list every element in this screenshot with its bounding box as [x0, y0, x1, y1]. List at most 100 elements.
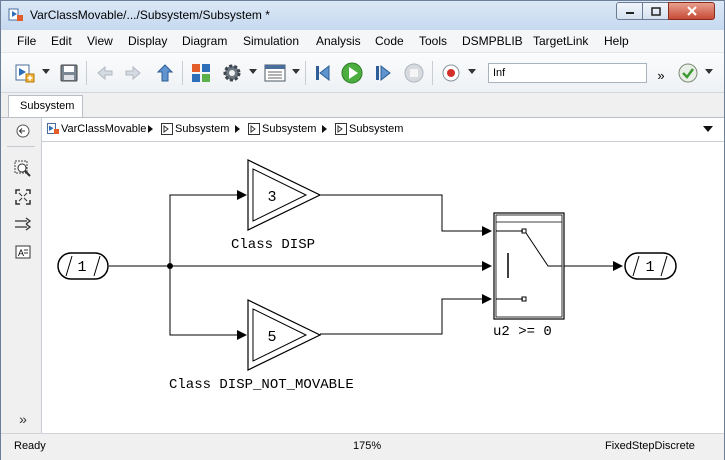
close-icon: [686, 6, 697, 16]
library-browser-icon: [192, 64, 210, 82]
tab-subsystem[interactable]: Subsystem: [8, 95, 83, 117]
record-icon: [442, 64, 460, 82]
switch-block[interactable]: [493, 212, 565, 320]
menu-targetlink[interactable]: TargetLink: [533, 34, 589, 48]
stop-button[interactable]: [402, 61, 426, 85]
breadcrumb-label: Subsystem: [349, 123, 404, 135]
signal-line[interactable]: [320, 194, 492, 236]
branch-point: [167, 263, 173, 269]
record-dropdown[interactable]: [468, 69, 476, 74]
breadcrumb: VarClassMovable Subsystem Subsystem Subs…: [41, 118, 724, 142]
minimize-button[interactable]: [616, 2, 643, 20]
menu-tools[interactable]: Tools: [419, 34, 448, 48]
status-zoom: 175%: [353, 440, 382, 452]
gain-bottom-label[interactable]: Class DISP_NOT_MOVABLE: [169, 377, 354, 393]
arrow-button[interactable]: [13, 215, 33, 233]
signal-line[interactable]: [169, 190, 247, 266]
check-button[interactable]: [676, 61, 700, 85]
back-circle-icon: [16, 124, 30, 138]
breadcrumb-item-subsystem-1[interactable]: Subsystem: [161, 123, 229, 135]
signal-lines: [109, 190, 623, 340]
menu-view[interactable]: View: [87, 34, 113, 48]
status-solver[interactable]: FixedStepDiscrete: [605, 440, 695, 452]
menu-code[interactable]: Code: [375, 34, 404, 48]
settings-dropdown[interactable]: [249, 69, 257, 74]
inport-block[interactable]: 1: [57, 252, 109, 280]
menu-simulation[interactable]: Simulation: [243, 34, 300, 48]
breadcrumb-item-model[interactable]: VarClassMovable: [47, 123, 146, 135]
settings-gear-icon: [223, 64, 241, 82]
left-palette: A »: [1, 118, 42, 433]
gain-block-bottom[interactable]: 5: [247, 299, 322, 371]
stop-time-input[interactable]: Inf: [488, 63, 647, 83]
tab-strip: Subsystem: [1, 93, 724, 118]
model-explorer-icon: [264, 64, 286, 82]
model-explorer-button[interactable]: [263, 61, 287, 85]
menu-diagram[interactable]: Diagram: [182, 34, 228, 48]
gain-block-top[interactable]: 3: [247, 159, 322, 231]
new-model-icon: [15, 64, 35, 83]
up-button[interactable]: [153, 61, 177, 85]
breadcrumb-label: Subsystem: [175, 123, 230, 135]
forward-button[interactable]: [121, 61, 145, 85]
menu-edit[interactable]: Edit: [51, 34, 72, 48]
check-icon: [678, 63, 698, 83]
menu-help[interactable]: Help: [604, 34, 629, 48]
gain-top-value: 3: [267, 189, 276, 206]
maximize-button[interactable]: [642, 2, 669, 20]
breadcrumb-item-subsystem-3[interactable]: Subsystem: [335, 123, 403, 135]
step-back-button[interactable]: [311, 61, 335, 85]
subsystem-icon: [161, 123, 173, 135]
settings-button[interactable]: [220, 61, 244, 85]
diagram-svg: 1 3 Class DISP 5 Class DISP_NOT_MOVABLE: [57, 159, 677, 393]
toolbar-separator: [305, 61, 306, 85]
outport-number: 1: [645, 259, 654, 276]
signal-line[interactable]: [320, 294, 492, 335]
zoom-button[interactable]: [13, 160, 33, 178]
toolbar-overflow-button[interactable]: »: [657, 67, 665, 83]
new-model-button[interactable]: [13, 61, 37, 85]
subsystem-icon: [335, 123, 347, 135]
subsystem-icon: [248, 123, 260, 135]
fit-view-icon: [15, 189, 31, 205]
app-icon: [8, 8, 23, 21]
step-forward-icon: [376, 64, 391, 82]
menu-display[interactable]: Display: [128, 34, 168, 48]
fit-view-button[interactable]: [13, 188, 33, 206]
gain-top-label[interactable]: Class DISP: [231, 237, 315, 253]
hide-browser-button[interactable]: [13, 122, 33, 140]
expand-palette-button[interactable]: »: [19, 411, 27, 427]
toolbar-separator: [86, 61, 87, 85]
breadcrumb-separator-icon: [322, 125, 327, 133]
breadcrumb-dropdown-icon[interactable]: [703, 126, 713, 132]
check-dropdown[interactable]: [705, 69, 713, 74]
menu-analysis[interactable]: Analysis: [316, 34, 361, 48]
switch-label[interactable]: u2 >= 0: [493, 324, 552, 340]
new-model-dropdown[interactable]: [42, 69, 50, 74]
outport-block[interactable]: 1: [624, 252, 677, 280]
status-bar: Ready 175% FixedStepDiscrete: [1, 433, 724, 460]
forward-icon: [125, 65, 141, 81]
stop-icon: [404, 63, 424, 83]
gain-bottom-value: 5: [267, 329, 276, 346]
window-title: VarClassMovable/.../Subsystem/Subsystem …: [30, 8, 270, 22]
palette-separator: [7, 146, 35, 147]
menu-file[interactable]: File: [17, 34, 37, 48]
model-explorer-dropdown[interactable]: [292, 69, 300, 74]
back-button[interactable]: [93, 61, 117, 85]
library-browser-button[interactable]: [189, 61, 213, 85]
record-button[interactable]: [439, 61, 463, 85]
step-forward-button[interactable]: [371, 61, 395, 85]
menu-dsmpblib[interactable]: DSMPBLIB: [462, 34, 523, 48]
diagram-canvas[interactable]: 1 3 Class DISP 5 Class DISP_NOT_MOVABLE: [41, 142, 724, 433]
run-button[interactable]: [340, 61, 364, 85]
annotation-button[interactable]: A: [13, 243, 33, 261]
save-button[interactable]: [57, 61, 81, 85]
up-icon: [156, 64, 174, 82]
breadcrumb-item-subsystem-2[interactable]: Subsystem: [248, 123, 316, 135]
save-icon: [60, 64, 78, 82]
close-button[interactable]: [668, 2, 715, 20]
maximize-icon: [650, 6, 661, 16]
signal-line[interactable]: [169, 266, 247, 340]
